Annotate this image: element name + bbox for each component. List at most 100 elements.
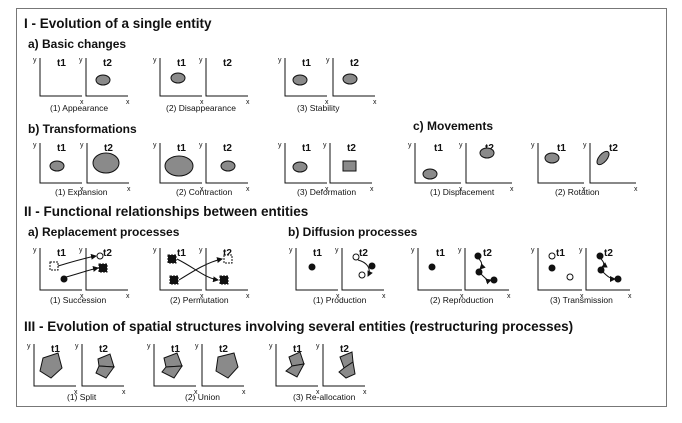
stability-t1-time-label: t1	[302, 58, 311, 69]
reproduction-arrow-1	[478, 258, 486, 270]
reproduction-dot-t2a	[474, 252, 482, 260]
rotation-t2-axes	[589, 143, 636, 184]
reproduction-t2-x-label: x	[507, 293, 511, 300]
rotation-t1-ellipse	[544, 152, 560, 164]
stability-t2-axes	[332, 58, 375, 97]
transmission-t1-y-label: y	[531, 247, 535, 254]
stability-t2-time-label: t2	[350, 58, 359, 69]
appearance-t1-axes	[39, 58, 82, 97]
union-t1-polygon-b	[161, 365, 183, 379]
caption-split: (1) Split	[67, 392, 97, 402]
subsection-diffusion: b) Diffusion processes	[288, 225, 418, 239]
deformation-t2-axes	[329, 143, 372, 184]
reproduction-arrow-2	[480, 273, 492, 285]
transmission-dot-t2c	[614, 275, 622, 283]
caption-appearance: (1) Appearance	[50, 103, 108, 113]
stability-t2-ellipse	[342, 73, 358, 85]
deformation-t2-x-label: x	[370, 186, 374, 193]
stability-t2-y-label: y	[326, 57, 330, 64]
transmission-dot-t1b	[548, 264, 556, 272]
reallocation-t1-polygon-b	[285, 363, 305, 378]
contraction-t2-y-label: y	[199, 142, 203, 149]
union-t1-axes	[153, 344, 196, 387]
permutation-square-t1a	[167, 254, 177, 264]
disappearance-t2-time-label: t2	[223, 58, 232, 69]
reallocation-t1-y-label: y	[269, 343, 273, 350]
transmission-dot-t1a	[548, 252, 556, 260]
disappearance-t1-ellipse	[170, 72, 186, 84]
rotation-t2-y-label: y	[583, 142, 587, 149]
union-t1-y-label: y	[147, 343, 151, 350]
appearance-t2-y-label: y	[79, 57, 83, 64]
production-t1-y-label: y	[289, 247, 293, 254]
contraction-t1-x-label: x	[200, 186, 204, 193]
production-dot-t1	[308, 263, 316, 271]
reproduction-t2-y-label: y	[458, 247, 462, 254]
expansion-t1-y-label: y	[33, 142, 37, 149]
stability-t1-axes	[284, 58, 327, 97]
deformation-t2-time-label: t2	[347, 143, 356, 154]
appearance-t1-y-label: y	[33, 57, 37, 64]
union-t1-polygon-a	[163, 352, 183, 368]
displacement-t1-y-label: y	[408, 142, 412, 149]
succession-t1-x-label: x	[80, 293, 84, 300]
displacement-t1-time-label: t1	[434, 143, 443, 154]
succession-open-t2	[96, 252, 104, 260]
displacement-t2-axes	[465, 143, 512, 184]
succession-elements	[49, 252, 108, 283]
deformation-t1-ellipse	[292, 161, 308, 173]
production-t1-x-label: x	[336, 293, 340, 300]
section-3-title: III - Evolution of spatial structures in…	[24, 319, 573, 334]
caption-rotation: (2) Rotation	[555, 187, 600, 197]
succession-t2-x-label: x	[126, 293, 130, 300]
shapes-layer	[39, 72, 610, 379]
rotation-t2-x-label: x	[634, 186, 638, 193]
production-t2-y-label: y	[335, 247, 339, 254]
disappearance-t2-y-label: y	[199, 57, 203, 64]
reproduction-elements	[428, 252, 498, 285]
caption-deformation: (3) Deformation	[297, 187, 356, 197]
section-2-title: II - Functional relationships between en…	[24, 204, 308, 219]
disappearance-t1-y-label: y	[153, 57, 157, 64]
expansion-t1-time-label: t1	[57, 143, 66, 154]
split-t2-axes	[81, 344, 124, 387]
union-t2-axes	[201, 344, 244, 387]
figure-frame	[16, 8, 667, 407]
caption-contraction: (2) Contraction	[176, 187, 232, 197]
expansion-t1-ellipse	[49, 160, 65, 172]
caption-reallocation: (3) Re-allocation	[293, 392, 356, 402]
reallocation-t2-x-label: x	[363, 389, 367, 396]
succession-dot-t1	[60, 275, 68, 283]
stability-t1-ellipse	[292, 74, 308, 86]
disappearance-t1-x-label: x	[200, 99, 204, 106]
transmission-arrow-1	[600, 258, 608, 268]
reallocation-t2-axes	[322, 344, 365, 387]
reallocation-t1-axes	[275, 344, 318, 387]
split-t2-polygon-a	[97, 353, 115, 368]
production-t2-axes	[341, 248, 384, 291]
subsection-transformations: b) Transformations	[28, 122, 137, 136]
permutation-arrow-2	[178, 257, 223, 281]
permutation-arrow-1	[176, 258, 219, 283]
displacement-t2-ellipse	[479, 147, 495, 159]
permutation-t1-time-label: t1	[177, 248, 186, 259]
production-dot-t2c	[368, 262, 376, 270]
transmission-arrow-2	[602, 271, 616, 282]
appearance-t1-time-label: t1	[57, 58, 66, 69]
disappearance-t2-axes	[205, 58, 248, 97]
split-t1-time-label: t1	[51, 344, 60, 355]
contraction-t2-time-label: t2	[223, 143, 232, 154]
reproduction-dot-t2b	[475, 268, 483, 276]
deformation-t1-time-label: t1	[302, 143, 311, 154]
union-t1-x-label: x	[194, 389, 198, 396]
subsection-basic-changes: a) Basic changes	[28, 37, 126, 51]
transmission-t1-axes	[537, 248, 582, 291]
transmission-t2-x-label: x	[628, 293, 632, 300]
reproduction-dot-t2c	[490, 276, 498, 284]
split-t2-time-label: t2	[99, 344, 108, 355]
transmission-t2-time-label: t2	[604, 248, 613, 259]
caption-permutation: (2) Permutation	[170, 295, 229, 305]
permutation-square-t1b	[169, 275, 179, 285]
transmission-t2-axes	[585, 248, 630, 291]
expansion-t2-x-label: x	[127, 186, 131, 193]
